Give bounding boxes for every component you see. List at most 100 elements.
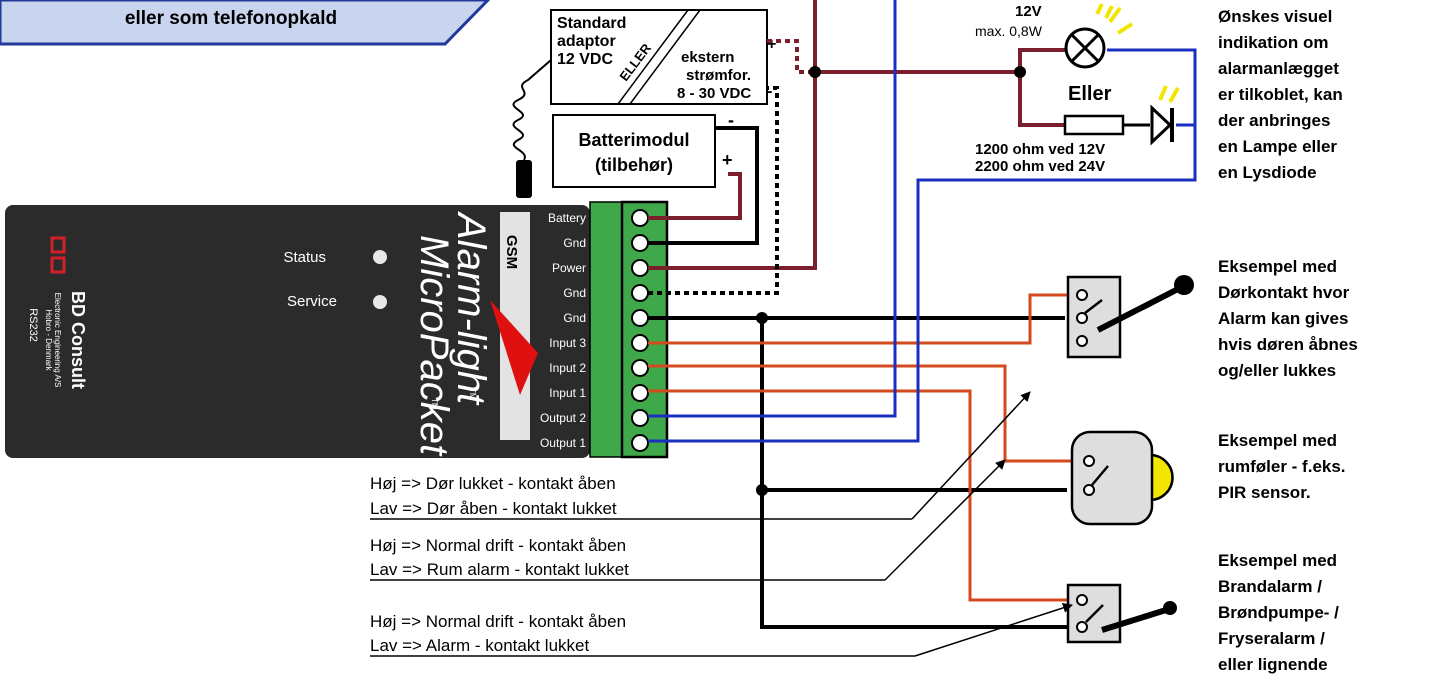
logic-label: Lav => Rum alarm - kontakt lukket <box>370 560 629 579</box>
led-diode <box>1150 104 1173 146</box>
status-led-label: Status <box>283 249 326 266</box>
red-arrow-graphic <box>490 300 538 395</box>
note-line: en Lampe eller <box>1218 137 1337 156</box>
pir-note: Eksempel med rumføler - f.eks. PIR senso… <box>1218 431 1346 502</box>
note-line: og/eller lukkes <box>1218 361 1336 380</box>
input2-wire <box>648 364 1085 463</box>
note-line: alarmanlægget <box>1218 59 1339 78</box>
note-line: hvis døren åbnes <box>1218 335 1358 354</box>
lamp-voltage: 12V <box>1015 3 1042 20</box>
screw-terminal <box>631 384 649 402</box>
callout-box: eller som telefonopkald <box>0 0 491 46</box>
battery-module: Batterimodul (tilbehør) - + <box>552 110 734 188</box>
junction-dot <box>756 312 768 324</box>
tm-mark: TM <box>468 388 477 400</box>
logic-label: Høj => Normal drift - kontakt åben <box>370 612 626 631</box>
note-line: Brøndpumpe- / <box>1218 603 1339 622</box>
resistor <box>1063 114 1125 136</box>
rs232-port-label: RS232 <box>27 308 39 342</box>
pir-sensor <box>1070 430 1174 526</box>
terminal-label: Output 2 <box>540 411 586 425</box>
note-line: Eksempel med <box>1218 257 1337 276</box>
screw-terminal <box>631 259 649 277</box>
lamp-power: max. 0,8W <box>975 23 1043 39</box>
power-wire <box>648 0 817 270</box>
adapter-cable <box>512 59 552 198</box>
screw-terminal <box>631 309 649 327</box>
door-magnet <box>1174 275 1194 295</box>
product-name-line1: Alarm-light <box>449 211 493 406</box>
door-note: Eksempel med Dørkontakt hvor Alarm kan g… <box>1218 257 1358 380</box>
screw-terminal <box>631 359 649 377</box>
note-line: er tilkoblet, kan <box>1218 85 1343 104</box>
led-glow-rays <box>1158 85 1180 103</box>
screw-terminal <box>631 209 649 227</box>
lamp-or-label: Eller <box>1068 83 1112 105</box>
status-led <box>373 250 387 264</box>
adapter-left-line: adaptor <box>557 33 616 50</box>
note-line: Alarm kan gives <box>1218 309 1348 328</box>
adapter-right-line: 8 - 30 VDC <box>677 85 751 102</box>
note-line: Ønskes visuel <box>1218 7 1332 26</box>
bd-logo <box>50 236 66 274</box>
brand-sub: Hobro - Denmark <box>44 309 53 371</box>
battery-line: (tilbehør) <box>595 155 673 175</box>
screw-terminal <box>631 234 649 252</box>
resistor-label: 2200 ohm ved 24V <box>975 158 1105 175</box>
adapter-left-line: Standard <box>557 15 626 32</box>
notes: Ønskes visuel indikation om alarmanlægge… <box>1218 7 1358 674</box>
adapter-right-line: ekstern <box>681 49 734 66</box>
indicator-lamp: 12V max. 0,8W Eller 1200 ohm ved 12V 220… <box>975 3 1180 175</box>
door-contact-switch <box>1066 275 1194 359</box>
terminal-label: Output 1 <box>540 436 586 450</box>
ground-bus <box>760 318 1067 629</box>
note-line: Eksempel med <box>1218 551 1337 570</box>
logic-labels: Høj => Dør lukket - kontakt åben Lav => … <box>370 391 1073 657</box>
note-line: PIR sensor. <box>1218 483 1311 502</box>
logic-label: Lav => Dør åben - kontakt lukket <box>370 499 617 518</box>
battery-plus-label: + <box>722 150 733 170</box>
power-plug <box>516 160 532 198</box>
battery-positive-wire <box>648 172 742 220</box>
output1-wire <box>648 48 1197 443</box>
note-line: Fryseralarm / <box>1218 629 1325 648</box>
input3-wire <box>648 293 1078 345</box>
terminal-label: Input 1 <box>549 386 586 400</box>
tm-mark: TM <box>430 398 439 410</box>
battery-line: Batterimodul <box>578 130 689 150</box>
resistor-label: 1200 ohm ved 12V <box>975 141 1105 158</box>
adapter-negative-wire <box>648 86 779 295</box>
junction-dot <box>1014 66 1026 78</box>
logic-label: Høj => Normal drift - kontakt åben <box>370 536 626 555</box>
terminal-label: Power <box>552 261 586 275</box>
note-line: rumføler - f.eks. <box>1218 457 1346 476</box>
output2-wire <box>648 0 897 418</box>
door-magnet-arm <box>1096 285 1182 333</box>
screw-terminal <box>631 334 649 352</box>
service-led-label: Service <box>287 293 337 310</box>
terminal-label: Gnd <box>563 311 586 325</box>
note-line: der anbringes <box>1218 111 1330 130</box>
product-name-line2: MicroPacket <box>412 235 456 457</box>
logic-label: Høj => Dør lukket - kontakt åben <box>370 474 616 493</box>
input1-wire <box>648 389 1078 602</box>
adapter-positive-wire <box>767 39 815 74</box>
lamp-note: Ønskes visuel indikation om alarmanlægge… <box>1218 7 1343 182</box>
terminal-label: Battery <box>548 211 586 225</box>
note-line: Dørkontakt hvor <box>1218 283 1350 302</box>
brand-sub: Electronic Engineering A/S <box>53 293 62 388</box>
adapter-minus-label: - <box>767 83 772 100</box>
callout-text: eller som telefonopkald <box>125 8 337 29</box>
alarm-device: BD Consult Electronic Engineering A/S Ho… <box>5 200 669 459</box>
junction-dot <box>809 66 821 78</box>
screw-terminal <box>631 284 649 302</box>
adapter-left-line: 12 VDC <box>557 51 613 68</box>
note-line: Brandalarm / <box>1218 577 1322 596</box>
terminal-block-strip <box>589 201 623 458</box>
service-led <box>373 295 387 309</box>
junction-dot <box>756 484 768 496</box>
note-line: Eksempel med <box>1218 431 1337 450</box>
terminal-label: Gnd <box>563 236 586 250</box>
fire-note: Eksempel med Brandalarm / Brøndpumpe- / … <box>1218 551 1339 674</box>
